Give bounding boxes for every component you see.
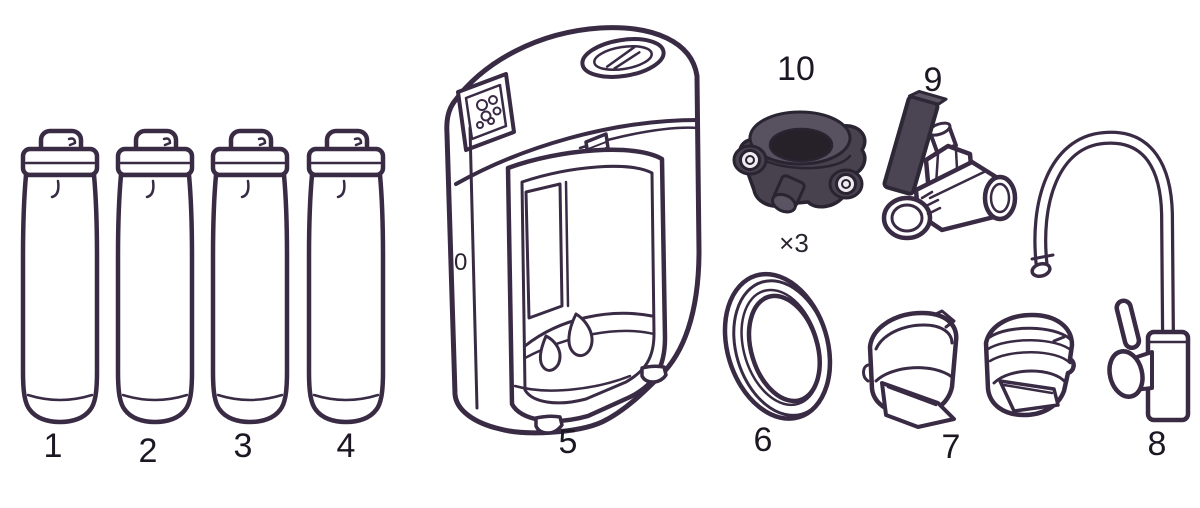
cap-fittings-illustration [862, 309, 1076, 429]
clamp-hole [768, 127, 834, 163]
drip-shape-small [538, 334, 562, 372]
filter-knob-mark [67, 137, 77, 147]
cap-fitting-right [983, 312, 1076, 418]
main-unit-zero-mark: 0 [454, 249, 467, 276]
clamp-nozzle [770, 174, 806, 214]
faucet-handle-boss [1107, 349, 1145, 399]
filter-hook-mark [50, 179, 60, 199]
filter-cartridge-3-illustration [210, 128, 290, 425]
part-label-8: 8 [1147, 425, 1167, 463]
main-unit-illustration: 0 [444, 25, 702, 436]
clamp-quantity-label: ×3 [779, 228, 809, 258]
part-label-6: 6 [753, 421, 773, 459]
filter-cartridge-4-illustration [306, 128, 386, 425]
pipe-clamp-illustration [732, 110, 867, 214]
cap-fitting-left [862, 309, 959, 429]
clamp-screw-right [835, 173, 857, 195]
valve-outlet-right [982, 174, 1018, 222]
faucet-spout-tip [1030, 262, 1052, 278]
faucet-illustration [1030, 130, 1191, 423]
filter-cartridge-1-illustration [20, 128, 100, 425]
clamp-screw-left [739, 149, 761, 171]
part-label-3: 3 [233, 427, 253, 465]
part-label-1: 1 [43, 427, 63, 465]
feed-valve-illustration [881, 89, 1018, 241]
o-ring-outer [722, 271, 833, 421]
part-label-2: 2 [138, 432, 158, 470]
valve-handle [882, 89, 948, 196]
control-panel [456, 72, 516, 152]
top-cap [580, 37, 666, 79]
filter-cartridge-2-illustration [115, 128, 195, 425]
alcove-tray-edge [523, 311, 654, 348]
alcove-back-window [524, 182, 564, 320]
alcove-inner-frame [520, 164, 656, 405]
part-label-9: 9 [923, 61, 943, 99]
part-label-10: 10 [777, 50, 815, 88]
drip-shape-large [567, 312, 594, 358]
part-label-4: 4 [336, 427, 356, 465]
foot-right [640, 364, 668, 384]
part-label-7: 7 [941, 428, 961, 466]
filter-body [20, 172, 100, 425]
foot-left [534, 414, 564, 435]
left-band-edge [468, 126, 479, 410]
faucet-spout-inner [1036, 134, 1172, 340]
part-label-5: 5 [558, 423, 578, 461]
o-ring-illustration [722, 271, 833, 421]
filter-bottom-seam [26, 393, 94, 402]
main-unit-lid-seam [454, 118, 700, 186]
faucet-handle-lever [1114, 298, 1142, 351]
